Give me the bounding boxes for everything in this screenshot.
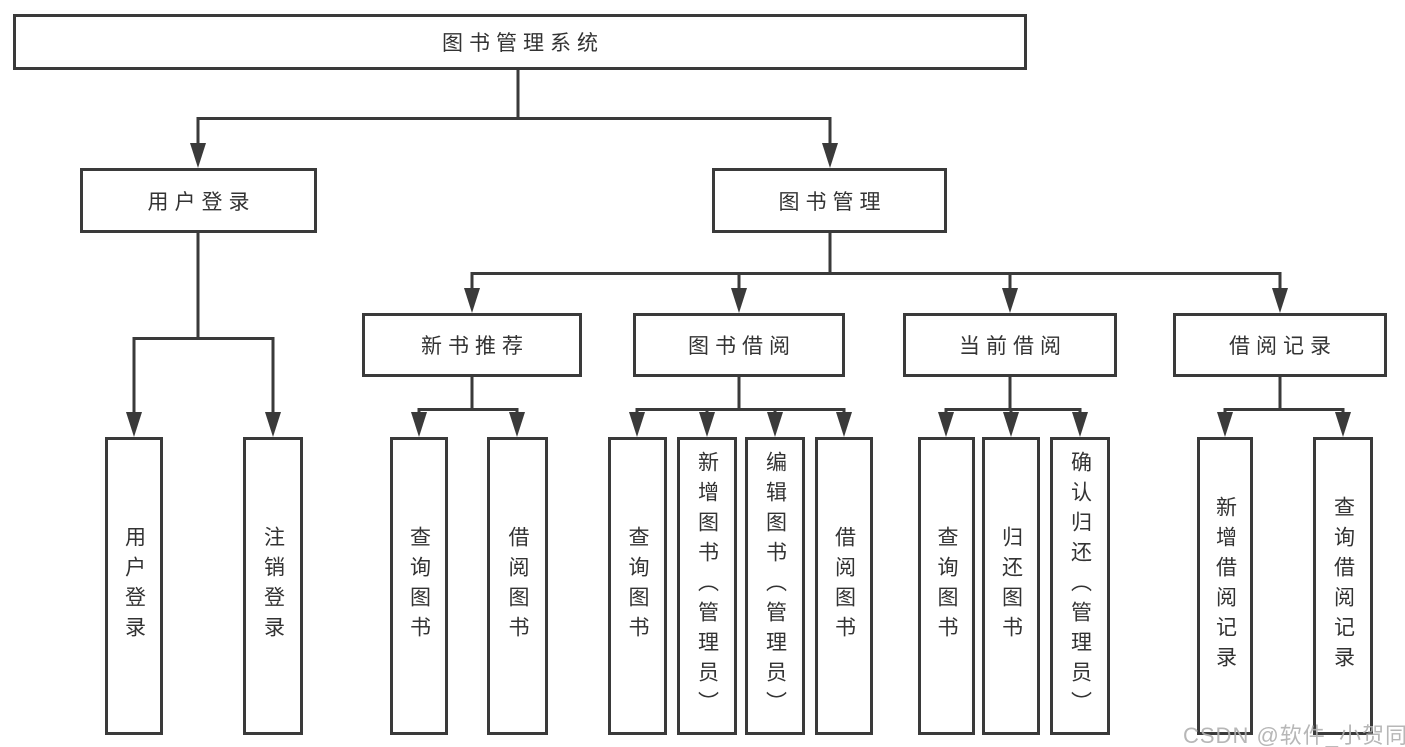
leaf-logout-label: 注销登录 [261, 526, 285, 646]
leaf-query-borrow-record-label: 查询借阅记录 [1331, 496, 1355, 676]
leaf-return-books: 归还图书 [982, 437, 1040, 735]
leaf-logout: 注销登录 [243, 437, 303, 735]
leaf-return-books-label: 归还图书 [999, 526, 1023, 646]
leaf-borrow-books-borrowing-label: 借阅图书 [832, 526, 856, 646]
leaf-query-books-borrowing-label: 查询图书 [626, 526, 649, 646]
leaf-query-books-recommend: 查询图书 [390, 437, 448, 735]
leaf-query-borrow-record: 查询借阅记录 [1313, 437, 1373, 735]
node-borrowing-records: 借阅记录 [1173, 313, 1387, 377]
leaf-add-borrow-record: 新增借阅记录 [1197, 437, 1253, 735]
node-book-borrowing: 图书借阅 [633, 313, 845, 377]
leaf-borrow-books-recommend: 借阅图书 [487, 437, 548, 735]
csdn-watermark: CSDN @软件_小贺同学 [1183, 723, 1405, 747]
leaf-add-borrow-record-label: 新增借阅记录 [1213, 496, 1237, 676]
leaf-confirm-return-admin-label: 确认归还（管理员） [1068, 451, 1092, 721]
leaf-borrow-books-borrowing: 借阅图书 [815, 437, 873, 735]
leaf-edit-books-admin: 编辑图书（管理员） [745, 437, 805, 735]
node-book-management: 图书管理 [712, 168, 947, 233]
leaf-borrow-books-recommend-label: 借阅图书 [506, 526, 529, 646]
leaf-confirm-return-admin: 确认归还（管理员） [1050, 437, 1110, 735]
leaf-query-books-current: 查询图书 [918, 437, 975, 735]
leaf-query-books-recommend-label: 查询图书 [407, 526, 431, 646]
node-new-book-recommend: 新书推荐 [362, 313, 582, 377]
leaf-edit-books-admin-label: 编辑图书（管理员） [763, 451, 787, 721]
leaf-user-login: 用户登录 [105, 437, 163, 735]
leaf-add-books-admin: 新增图书（管理员） [677, 437, 737, 735]
leaf-user-login-label: 用户登录 [122, 526, 146, 646]
node-library-management-system: 图书管理系统 [13, 14, 1027, 70]
node-user-login: 用户登录 [80, 168, 317, 233]
leaf-add-books-admin-label: 新增图书（管理员） [695, 451, 719, 721]
leaf-query-books-borrowing: 查询图书 [608, 437, 667, 735]
leaf-query-books-current-label: 查询图书 [935, 526, 958, 646]
node-current-borrowing: 当前借阅 [903, 313, 1117, 377]
